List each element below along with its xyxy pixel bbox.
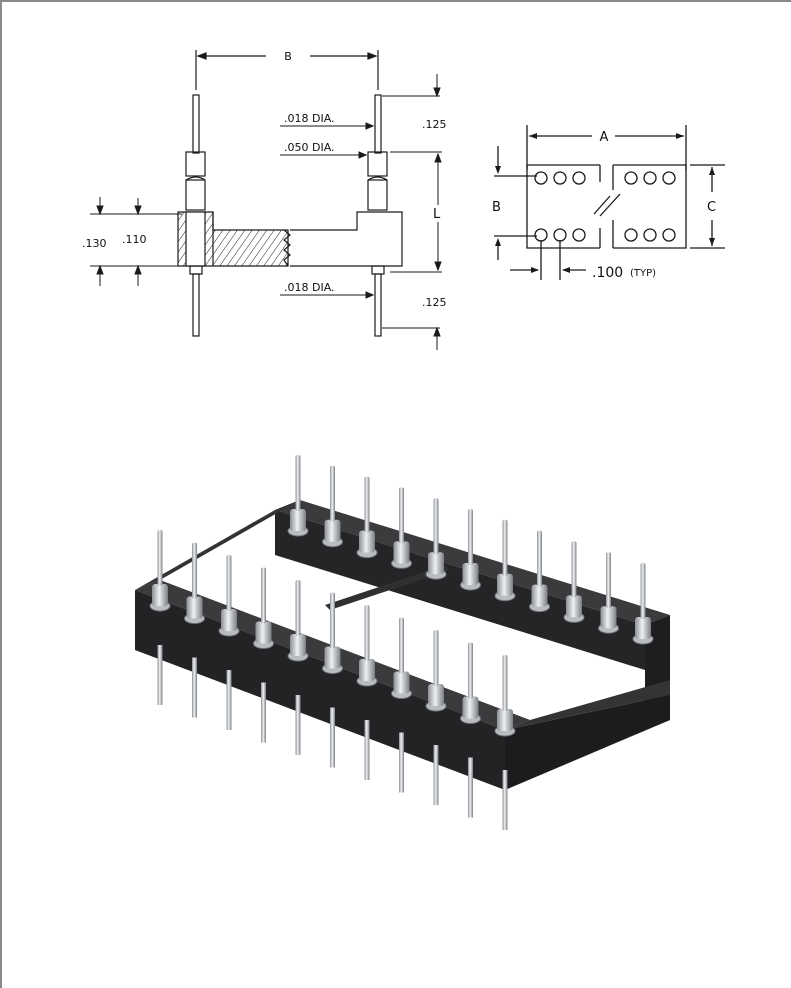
socket-pin [322, 465, 343, 548]
top-view-drawing: A B C .100 (TYP) [492, 125, 725, 281]
len-bottom-label: .125 [422, 296, 447, 309]
socket-pin [184, 542, 205, 718]
pitch-note-label: (TYP) [630, 268, 656, 279]
dia-bottom-label: .018 DIA. [284, 281, 335, 294]
dip-socket-illustration [135, 455, 670, 830]
dim-l-label: L [433, 207, 441, 222]
socket-pin [598, 552, 619, 634]
socket-pin [494, 655, 516, 830]
socket-pin [391, 617, 412, 793]
socket-pin [632, 563, 654, 645]
socket-pin [356, 605, 378, 780]
height-outer-label: .130 [82, 237, 107, 250]
socket-pin [322, 592, 343, 768]
dim-c-label: C [707, 200, 716, 215]
side-section-drawing: B .018 DIA. .050 DIA. .018 DIA. .125 .12… [82, 50, 447, 350]
socket-pin [149, 530, 171, 705]
socket-pin [460, 509, 481, 591]
pitch-label: .100 [592, 265, 623, 281]
dim-b-top-label: B [492, 200, 501, 215]
socket-pin [356, 476, 378, 559]
socket-pin [253, 567, 274, 743]
socket-pin [425, 630, 447, 805]
socket-pin [287, 580, 309, 755]
socket-pin [460, 642, 481, 818]
dim-a-label: A [600, 130, 609, 145]
socket-pin [529, 530, 550, 613]
dia-top-label: .018 DIA. [284, 112, 335, 125]
socket-pin [494, 519, 516, 602]
socket-pin [425, 498, 447, 580]
len-top-label: .125 [422, 118, 447, 131]
socket-pin [287, 455, 309, 537]
height-inner-label: .110 [122, 233, 147, 246]
socket-pin [391, 487, 412, 569]
socket-pin [218, 555, 240, 730]
dim-b-label: B [284, 50, 292, 63]
socket-pin [563, 541, 585, 623]
dia-mid-label: .050 DIA. [284, 141, 335, 154]
